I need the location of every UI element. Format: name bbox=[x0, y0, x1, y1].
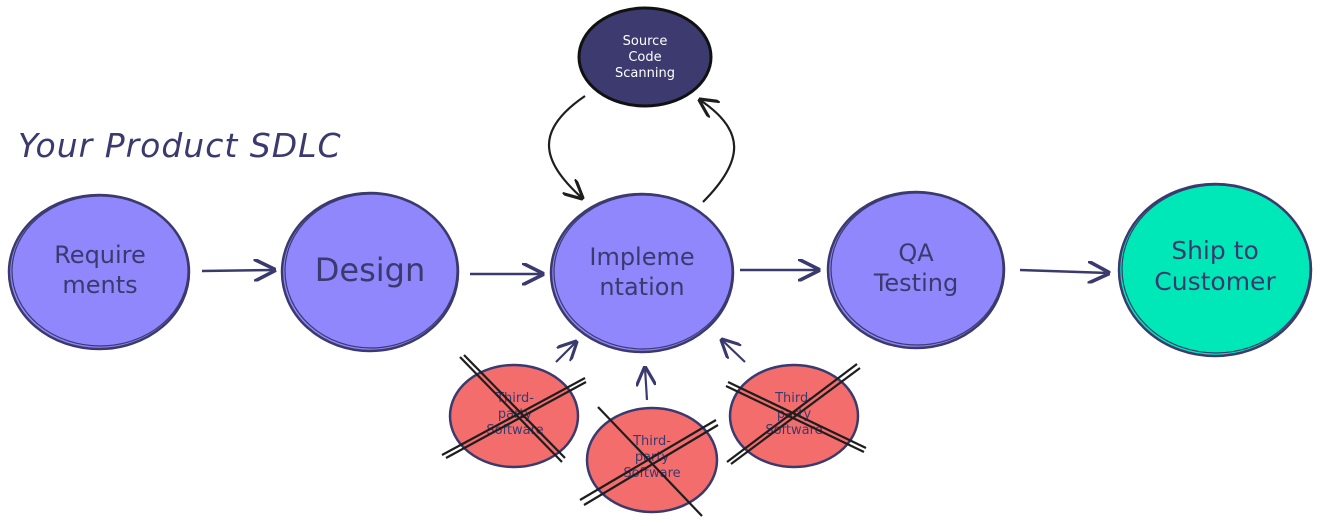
page-title: Your Product SDLC bbox=[18, 126, 342, 165]
label-line: Source bbox=[622, 33, 668, 49]
label-line: Ship to bbox=[1171, 235, 1259, 265]
label-ship-to-customer: Ship to Customer bbox=[1140, 226, 1290, 306]
node-requirements bbox=[7, 193, 191, 351]
label-third-party-2: Third- party Software bbox=[607, 428, 697, 488]
label-line: Code bbox=[628, 49, 662, 65]
label-third-party-1: Third- party Software bbox=[470, 385, 560, 445]
label-line: Impleme bbox=[589, 243, 695, 271]
node-qa-testing bbox=[826, 190, 1006, 350]
label-source-code-scanning: Source Code Scanning bbox=[595, 26, 695, 90]
arrow-thirdparty-1 bbox=[555, 342, 576, 363]
arrow-thirdparty-3 bbox=[722, 340, 746, 363]
arrow-implementation-to-scanner bbox=[700, 100, 736, 203]
node-ship-to-customer bbox=[1117, 182, 1313, 358]
label-line: ments bbox=[62, 271, 138, 299]
label-line: ntation bbox=[599, 273, 685, 301]
node-design bbox=[280, 191, 460, 353]
arrow-scanner-to-implementation bbox=[548, 95, 585, 198]
label-line: Software bbox=[765, 423, 823, 439]
arrow-qa-to-ship bbox=[1019, 270, 1108, 273]
label-line: Third- bbox=[633, 433, 671, 449]
label-line: party bbox=[776, 406, 812, 422]
label-line: QA bbox=[898, 239, 934, 267]
label-line: Software bbox=[623, 466, 681, 482]
node-source-code-scanning bbox=[577, 6, 713, 108]
label-line: Testing bbox=[873, 269, 959, 297]
label-design: Design bbox=[300, 240, 440, 300]
label-qa-testing: QA Testing bbox=[846, 228, 986, 308]
label-line: Require bbox=[54, 241, 146, 269]
label-line: Third- bbox=[775, 390, 813, 406]
label-line: Scanning bbox=[615, 66, 675, 82]
arrow-thirdparty-2 bbox=[645, 368, 647, 401]
label-line: Design bbox=[314, 251, 426, 289]
label-third-party-3: Third- party Software bbox=[749, 385, 839, 445]
label-line: Customer bbox=[1154, 267, 1276, 296]
label-requirements: Require ments bbox=[30, 230, 170, 310]
node-implementation bbox=[549, 192, 735, 354]
label-line: Software bbox=[486, 423, 544, 439]
label-line: Third- bbox=[496, 390, 534, 406]
arrow-requirements-to-design bbox=[201, 270, 274, 271]
label-implementation: Impleme ntation bbox=[570, 232, 714, 312]
label-line: party bbox=[497, 406, 533, 422]
label-line: party bbox=[634, 449, 670, 465]
